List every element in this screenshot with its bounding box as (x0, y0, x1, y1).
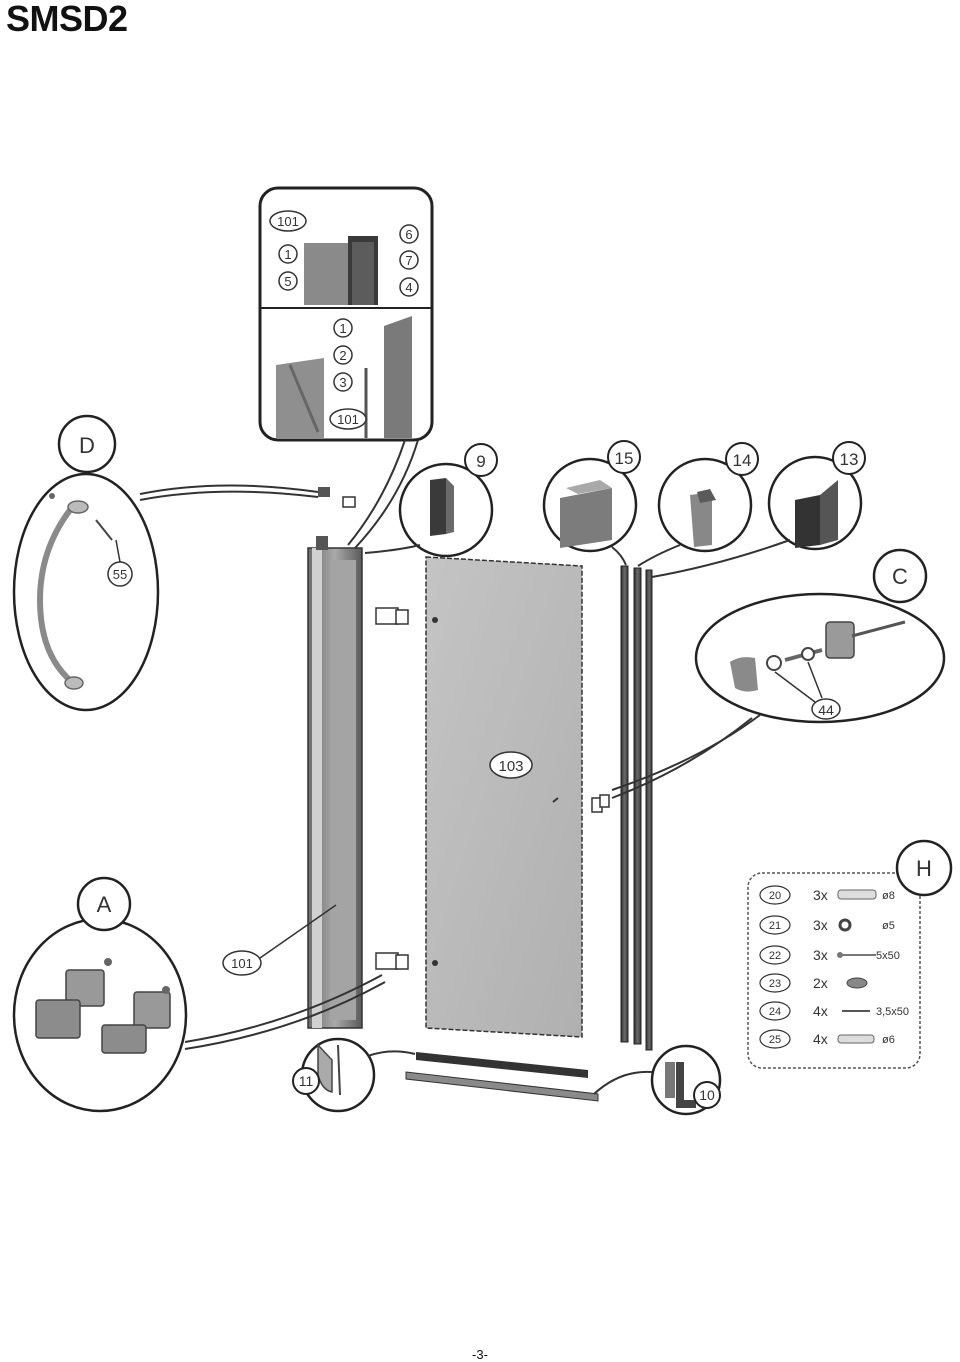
hardware-spec: 5x50 (876, 950, 900, 962)
callout-10: 10 (699, 1087, 715, 1103)
detail-10: 10 (593, 1044, 722, 1116)
hardware-part-number: 20 (769, 890, 781, 902)
hardware-icon-3 (846, 977, 868, 989)
callout-13: 13 (840, 450, 859, 469)
bottom-seal-11 (416, 1052, 588, 1078)
detail-11: 11 (292, 1037, 416, 1113)
hardware-quantity: 4x (813, 1003, 828, 1019)
hardware-spec: ø8 (882, 890, 895, 902)
detail-c: 44 C (611, 548, 946, 799)
hardware-part-number: 24 (769, 1006, 781, 1018)
callout-6: 6 (405, 227, 412, 242)
hardware-row: 23 2x (759, 973, 868, 993)
detail-label-a: A (97, 892, 112, 917)
detail-label-h: H (916, 856, 932, 881)
detail-label-c: C (892, 564, 908, 589)
seal-profile-13 (645, 569, 653, 1051)
detail-label-d: D (79, 433, 95, 458)
lower-hinge (375, 952, 409, 970)
detail-h: H (747, 839, 953, 1069)
hardware-icon-5 (837, 1034, 875, 1044)
hardware-row: 20 3x ø8 (759, 885, 895, 905)
hardware-quantity: 3x (813, 887, 828, 903)
callout-101-top: 101 (277, 214, 299, 229)
callout-101-inset: 101 (337, 412, 359, 427)
seal-profile-15 (620, 565, 629, 1043)
callout-7: 7 (405, 253, 412, 268)
callout-44: 44 (818, 702, 834, 718)
top-detail-inset (258, 186, 434, 442)
glass-door-103 (425, 556, 583, 1038)
hardware-quantity: 3x (813, 917, 828, 933)
upper-hinge (375, 607, 409, 625)
detail-14: 14 (637, 442, 759, 567)
hardware-list: 20 3x ø8 21 3x ø5 22 3x 5x50 23 2x 24 4x 3,5x50 25 4x ø6 (759, 885, 909, 1049)
callout-11: 11 (299, 1073, 314, 1089)
hardware-part-number: 23 (769, 978, 781, 990)
callout-4: 4 (405, 280, 412, 295)
hardware-quantity: 4x (813, 1031, 828, 1047)
callout-5: 5 (284, 274, 291, 289)
handle-small (591, 794, 610, 813)
page-title: SMSD2 (6, 0, 128, 39)
detail-9: 9 (364, 443, 498, 558)
detail-a: A (12, 876, 386, 1113)
callout-2: 2 (339, 348, 346, 363)
callout-9: 9 (476, 452, 485, 471)
hardware-spec: ø5 (882, 920, 895, 932)
hardware-quantity: 2x (813, 975, 828, 991)
hardware-row: 22 3x 5x50 (759, 945, 900, 965)
detail-d: 55 D (12, 414, 356, 712)
detail-15: 15 (542, 440, 641, 566)
hardware-spec: 3,5x50 (876, 1006, 909, 1018)
callout-3: 3 (339, 375, 346, 390)
callout-1-bottom: 1 (339, 321, 346, 336)
hardware-row: 24 4x 3,5x50 (759, 1001, 909, 1021)
hardware-icon-0 (837, 889, 877, 900)
detail-13: 13 (651, 441, 866, 578)
hardware-spec: ø6 (882, 1034, 895, 1046)
hardware-quantity: 3x (813, 947, 828, 963)
top-inset-callouts: 101 1 5 6 7 4 1 2 3 101 (269, 210, 419, 430)
hardware-part-number: 22 (769, 950, 781, 962)
page-number: -3- (472, 1347, 488, 1362)
seal-profile-14 (633, 567, 642, 1045)
callout-55: 55 (113, 567, 127, 582)
bottom-seal-10 (405, 1071, 599, 1102)
hardware-row: 25 4x ø6 (759, 1029, 895, 1049)
hardware-part-number: 21 (769, 920, 781, 932)
hardware-icon-2 (837, 952, 876, 958)
callout-101-main: 101 (231, 956, 253, 971)
callout-15: 15 (615, 449, 634, 468)
hardware-icon-1 (838, 918, 852, 932)
hardware-part-number: 25 (769, 1034, 781, 1046)
wall-profile-101 (307, 536, 363, 1029)
callout-14: 14 (733, 451, 752, 470)
callout-103: 103 (498, 758, 523, 775)
hardware-row: 21 3x ø5 (759, 915, 895, 935)
callout-1-top: 1 (284, 247, 291, 262)
